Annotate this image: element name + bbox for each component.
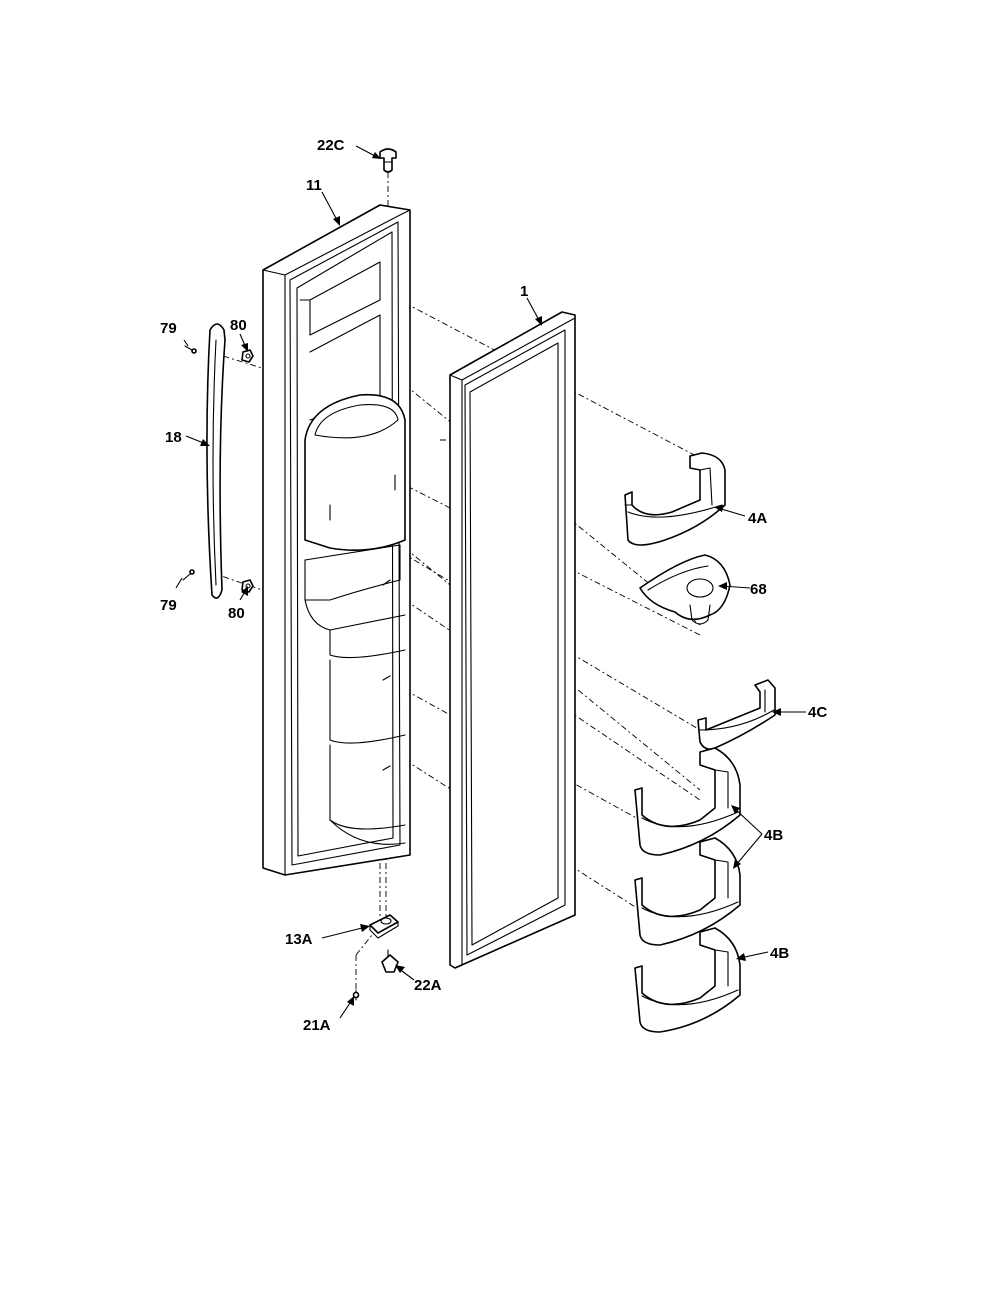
- callout-21a: 21A: [303, 1017, 331, 1034]
- top-hinge-bushing: [379, 148, 397, 173]
- callout-labels: 22C 11 1 79 80 18 79 80 4A 68 4C 4B 4B 1…: [160, 137, 827, 1034]
- door-bin-4b-upper: [634, 747, 741, 856]
- callout-68: 68: [750, 581, 767, 598]
- handle-screw-top: [184, 345, 197, 354]
- callout-18: 18: [165, 429, 182, 446]
- door-bin-4c: [697, 679, 776, 750]
- dispenser-cup-68: [639, 554, 731, 625]
- bottom-hinge-bracket: [369, 914, 399, 939]
- callout-22c: 22C: [317, 137, 345, 154]
- door-bin-4b-middle: [634, 837, 741, 946]
- callout-79-top: 79: [160, 320, 177, 337]
- callout-4b-upper: 4B: [764, 827, 783, 844]
- hinge-screw: [352, 989, 360, 1001]
- door-bin-4b-lower: [634, 927, 741, 1033]
- bottom-hinge-bushing: [381, 949, 399, 973]
- leader-lines: [175, 145, 806, 1019]
- callout-80-bottom: 80: [228, 605, 245, 622]
- callout-11: 11: [306, 177, 322, 194]
- callout-22a: 22A: [414, 977, 442, 994]
- callout-4a: 4A: [748, 510, 767, 527]
- door-bin-4a: [624, 452, 726, 546]
- callout-4b-lower: 4B: [770, 945, 789, 962]
- door-handle: [206, 323, 226, 599]
- handle-plug-top: [241, 349, 254, 363]
- callout-13a: 13A: [285, 931, 313, 948]
- callout-80-top: 80: [230, 317, 247, 334]
- callout-1: 1: [520, 283, 528, 300]
- handle-screw-bottom: [182, 569, 195, 581]
- door-outer-panel: [262, 204, 411, 876]
- callout-79-bottom: 79: [160, 597, 177, 614]
- callout-4c: 4C: [808, 704, 827, 721]
- door-gasket: [449, 311, 576, 969]
